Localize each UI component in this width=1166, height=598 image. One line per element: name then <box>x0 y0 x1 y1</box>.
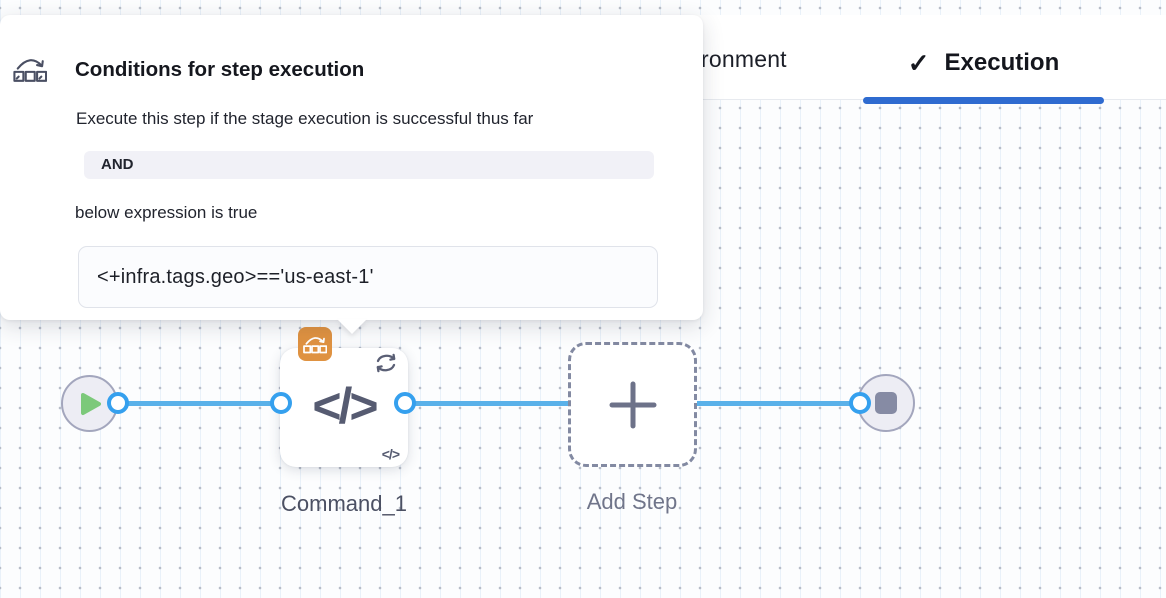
step-label-command: Command_1 <box>281 491 407 516</box>
operator-chip: AND <box>84 151 654 179</box>
conditions-popover: Conditions for step execution Execute th… <box>0 15 703 320</box>
plus-icon <box>609 381 656 428</box>
tab-environment[interactable]: ronment <box>701 46 787 72</box>
tab-execution-label: Execution <box>944 48 1060 76</box>
stop-icon <box>875 392 897 414</box>
conditional-execution-icon <box>13 56 48 88</box>
looping-strategy-icon <box>371 351 401 380</box>
connector-point <box>849 392 871 414</box>
conditional-execution-badge[interactable] <box>298 327 332 361</box>
connector-point <box>107 392 129 414</box>
active-tab-underline <box>863 97 1104 104</box>
code-icon: </> <box>312 377 378 434</box>
connector-point <box>394 392 416 414</box>
play-icon <box>80 392 101 415</box>
expression-label: below expression is true <box>75 203 258 222</box>
add-step-label: Add Step <box>586 489 678 514</box>
popover-caret <box>337 319 367 334</box>
tab-execution[interactable]: ✓ Execution <box>863 15 1104 104</box>
step-type-code-icon: </> <box>381 446 400 462</box>
add-step-node[interactable] <box>568 342 697 467</box>
connector-point <box>270 392 292 414</box>
pipeline-connector-line <box>118 401 860 406</box>
step-node-command[interactable]: </> </> <box>280 348 408 467</box>
popover-title: Conditions for step execution <box>75 58 365 81</box>
check-icon: ✓ <box>907 47 930 78</box>
conditional-execution-icon <box>303 336 327 353</box>
expression-value: <+infra.tags.geo>=='us-east-1' <box>78 246 658 308</box>
popover-subtitle: Execute this step if the stage execution… <box>76 109 534 128</box>
